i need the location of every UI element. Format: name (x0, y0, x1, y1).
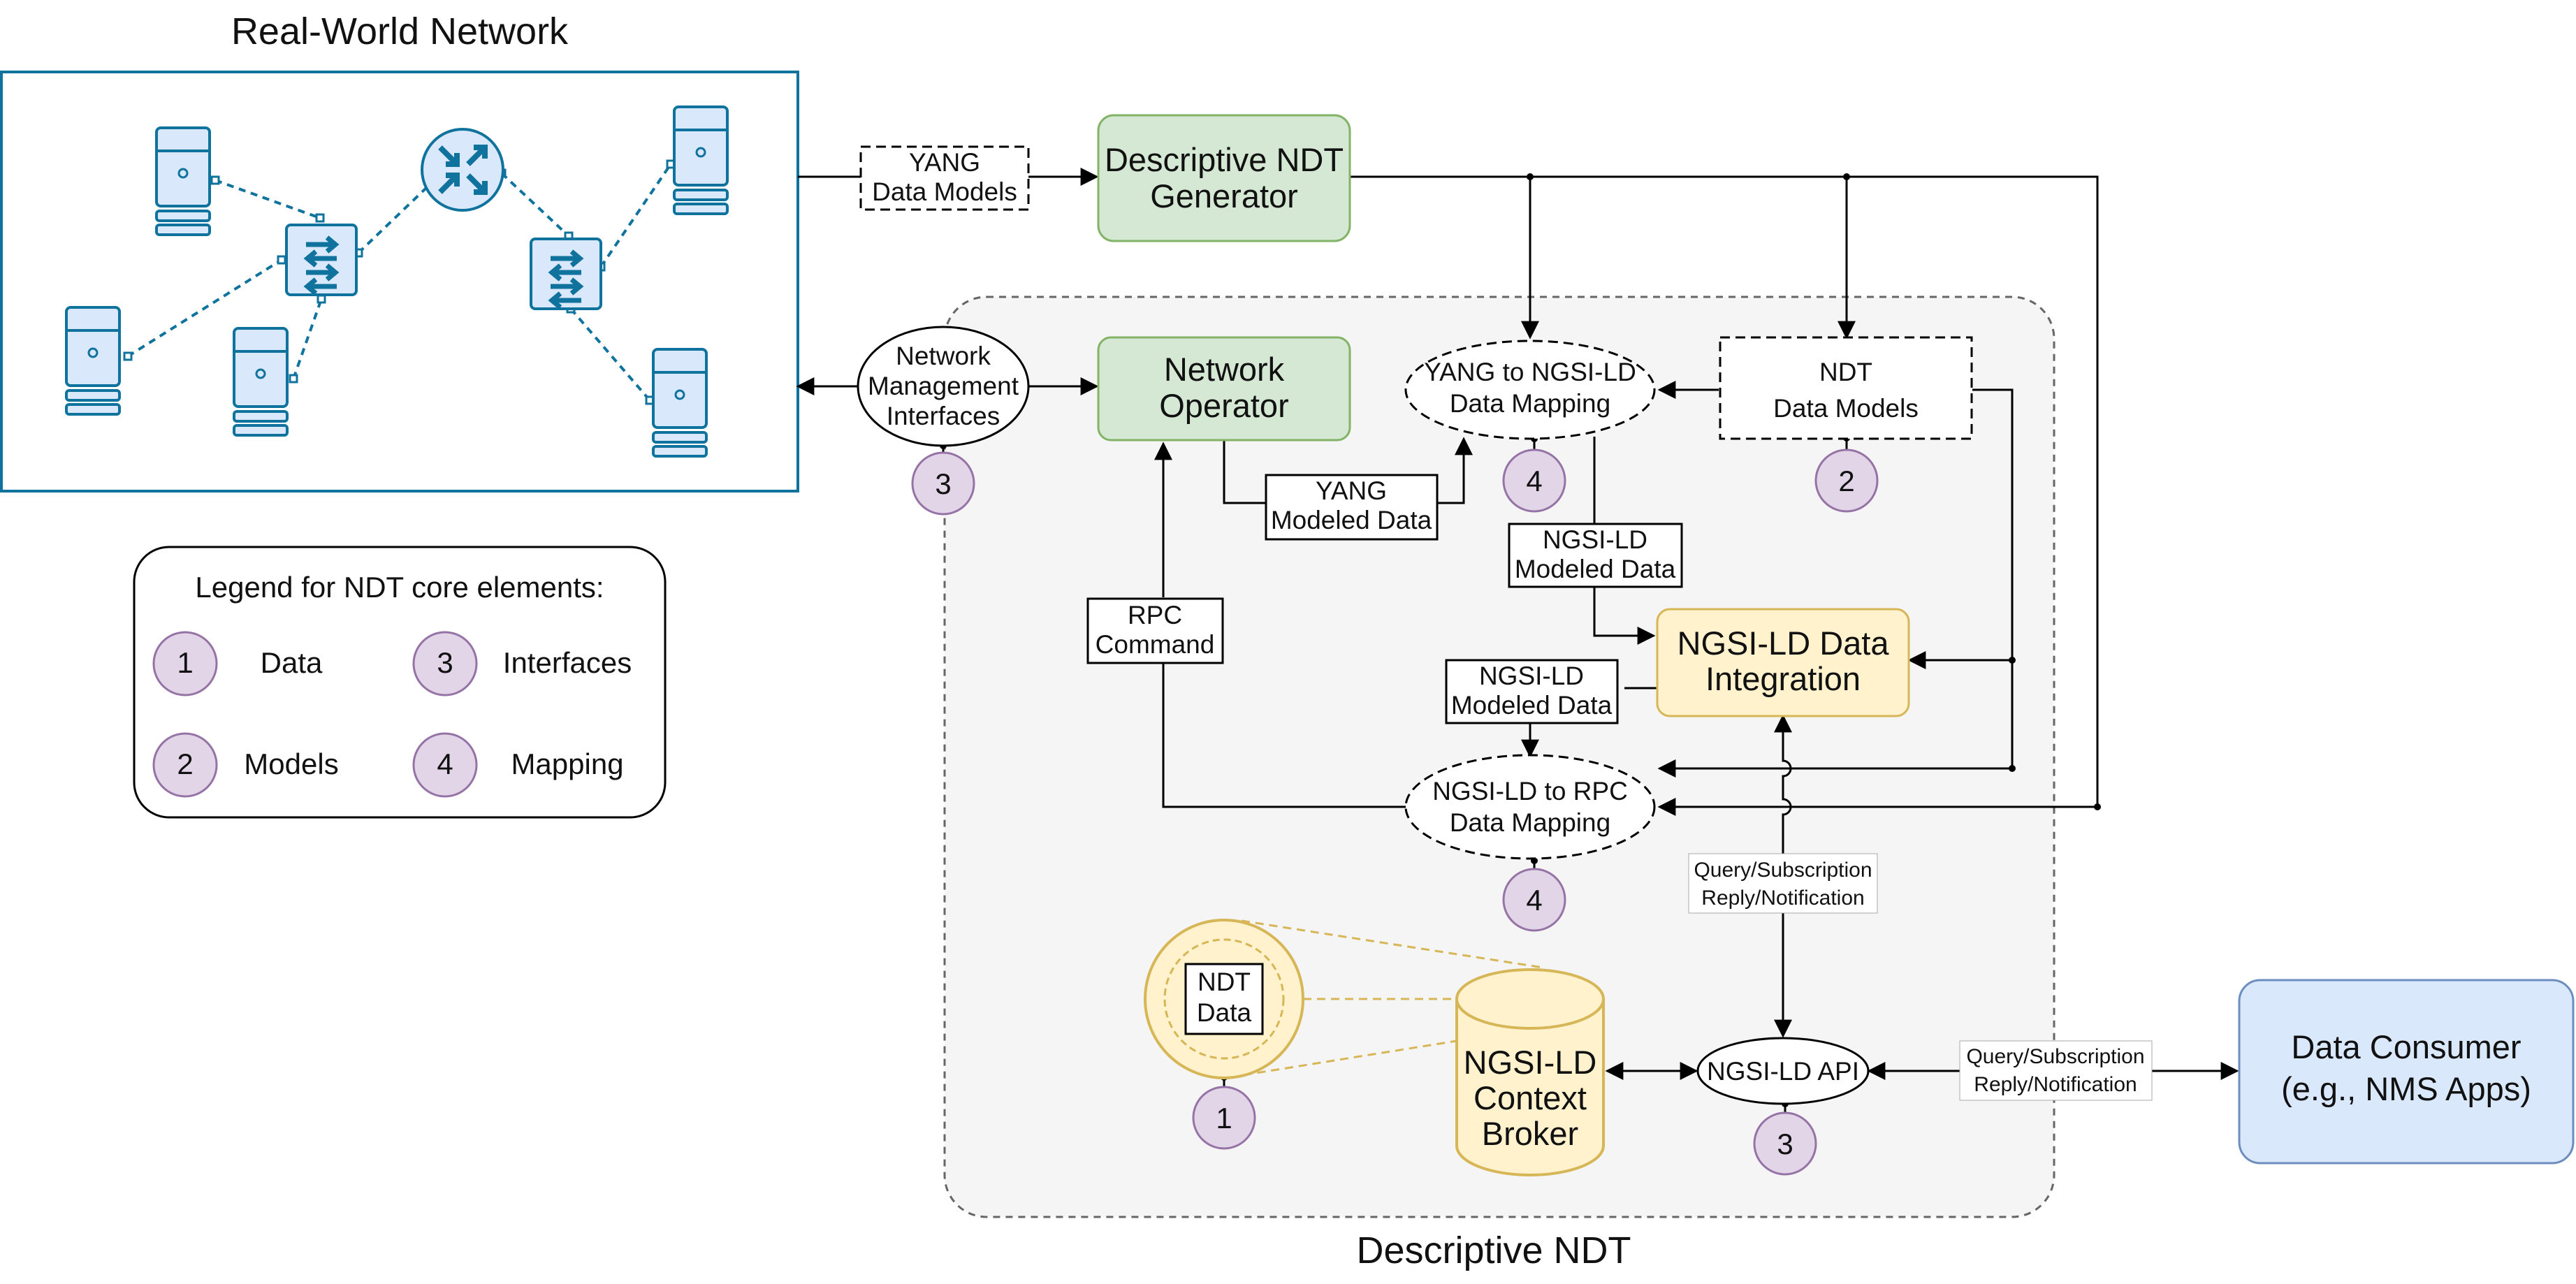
badge-mapping: 4 (1502, 448, 1566, 513)
svg-text:NGSI-LD: NGSI-LD (1479, 662, 1584, 690)
badge-interfaces: 3 (911, 451, 975, 516)
legend-num: 4 (437, 747, 453, 780)
svg-text:3: 3 (935, 467, 951, 500)
server-icon (652, 348, 708, 458)
svg-text:Query/Subscription: Query/Subscription (1966, 1045, 2144, 1068)
svg-text:Data Models: Data Models (872, 177, 1017, 206)
svg-text:Data Models: Data Models (1773, 394, 1919, 423)
ngsild-context-broker-node: NGSI-LD Context Broker (1455, 968, 1605, 1176)
svg-text:Generator: Generator (1150, 177, 1298, 214)
svg-text:Modeled Data: Modeled Data (1271, 506, 1432, 534)
ngsild-modeled-data-node: NGSI-LD Modeled Data (1445, 659, 1619, 724)
ngsild-api-node: NGSI-LD API (1696, 1037, 1870, 1105)
svg-text:YANG to NGSI-LD: YANG to NGSI-LD (1424, 358, 1636, 386)
svg-text:Broker: Broker (1482, 1115, 1578, 1152)
rpc-command-node: RPC Command (1086, 597, 1224, 664)
ndt-data-models-node: NDT Data Models (1719, 336, 1973, 440)
badge-mapping: 4 (1502, 868, 1566, 932)
yang-to-ngsild-mapping-node: YANG to NGSI-LD Data Mapping (1404, 340, 1656, 440)
query-subscription-label: Query/Subscription Reply/Notification (1959, 1040, 2153, 1101)
svg-text:NGSI-LD: NGSI-LD (1543, 525, 1647, 554)
svg-text:Network: Network (896, 342, 991, 370)
ngsild-data-integration-node: NGSI-LD Data Integration (1656, 608, 1910, 717)
ngsild-modeled-data-node: NGSI-LD Modeled Data (1508, 523, 1683, 588)
ndt-data-label: NDT (1198, 968, 1251, 996)
router-icon (421, 128, 504, 212)
svg-text:YANG: YANG (1316, 476, 1387, 505)
svg-text:Interfaces: Interfaces (887, 402, 1000, 430)
svg-text:Management: Management (868, 372, 1019, 400)
server-icon (155, 126, 211, 236)
svg-text:NGSI-LD API: NGSI-LD API (1707, 1057, 1859, 1086)
legend: Legend for NDT core elements: 1 Data 3 I… (133, 546, 667, 819)
badge-interfaces: 3 (1753, 1111, 1817, 1176)
svg-text:NGSI-LD to RPC: NGSI-LD to RPC (1432, 777, 1628, 805)
svg-text:Reply/Notification: Reply/Notification (1974, 1073, 2137, 1096)
svg-text:Operator: Operator (1159, 387, 1288, 424)
svg-text:Data Mapping: Data Mapping (1450, 808, 1610, 837)
svg-text:Data Mapping: Data Mapping (1450, 389, 1610, 418)
switch-icon (286, 225, 356, 295)
legend-num: 3 (437, 646, 453, 679)
svg-text:3: 3 (1777, 1128, 1793, 1160)
yang-data-models-node: YANG Data Models (859, 145, 1030, 211)
svg-text:4: 4 (1526, 884, 1542, 917)
descriptive-ndt-title: Descriptive NDT (1356, 1230, 1631, 1271)
svg-text:Reply/Notification: Reply/Notification (1701, 887, 1864, 910)
svg-text:NDT: NDT (1819, 358, 1872, 386)
yang-modeled-data-node: YANG Modeled Data (1265, 474, 1439, 541)
svg-text:1: 1 (1216, 1102, 1232, 1135)
descriptive-ndt-generator-node: Descriptive NDT Generator (1097, 114, 1351, 242)
svg-text:YANG: YANG (909, 148, 980, 177)
svg-text:RPC: RPC (1128, 601, 1182, 629)
network-links (126, 163, 672, 402)
legend-label-models: Models (244, 747, 338, 780)
query-subscription-label: Query/Subscription Reply/Notification (1688, 853, 1878, 914)
ngsild-to-rpc-mapping-node: NGSI-LD to RPC Data Mapping (1404, 754, 1656, 860)
svg-text:Integration: Integration (1705, 660, 1861, 697)
svg-text:2: 2 (1838, 465, 1854, 497)
svg-text:Modeled Data: Modeled Data (1451, 691, 1613, 720)
svg-text:4: 4 (1526, 465, 1542, 497)
legend-title: Legend for NDT core elements: (195, 571, 604, 604)
svg-text:Data Consumer: Data Consumer (2291, 1028, 2521, 1065)
ndt-data-label: Data (1197, 998, 1252, 1027)
server-icon (65, 306, 121, 416)
legend-label-interfaces: Interfaces (503, 646, 632, 679)
svg-text:Modeled Data: Modeled Data (1515, 555, 1676, 583)
svg-text:Query/Subscription: Query/Subscription (1694, 859, 1872, 882)
server-icon (673, 105, 729, 215)
switch-icon (531, 239, 601, 309)
badge-models: 2 (1814, 448, 1879, 513)
svg-text:NGSI-LD Data: NGSI-LD Data (1678, 625, 1890, 662)
svg-text:Network: Network (1164, 351, 1285, 388)
server-icon (233, 327, 289, 437)
badge-data: 1 (1192, 1086, 1256, 1150)
svg-text:Context: Context (1473, 1079, 1587, 1116)
data-consumer-node: Data Consumer (e.g., NMS Apps) (2238, 979, 2575, 1165)
legend-num: 2 (177, 747, 193, 780)
network-operator-node: Network Operator (1097, 336, 1351, 442)
legend-label-mapping: Mapping (511, 747, 623, 780)
svg-text:Descriptive NDT: Descriptive NDT (1105, 141, 1344, 178)
svg-text:NGSI-LD: NGSI-LD (1464, 1044, 1597, 1081)
legend-num: 1 (177, 646, 193, 679)
real-world-network-title: Real-World Network (231, 10, 569, 52)
legend-label-data: Data (261, 646, 323, 679)
network-management-interfaces-node: Network Management Interfaces (857, 326, 1030, 447)
svg-text:(e.g., NMS Apps): (e.g., NMS Apps) (2281, 1070, 2531, 1107)
svg-text:Command: Command (1096, 630, 1215, 659)
ndt-data-zoom: NDT Data (1144, 919, 1543, 1079)
